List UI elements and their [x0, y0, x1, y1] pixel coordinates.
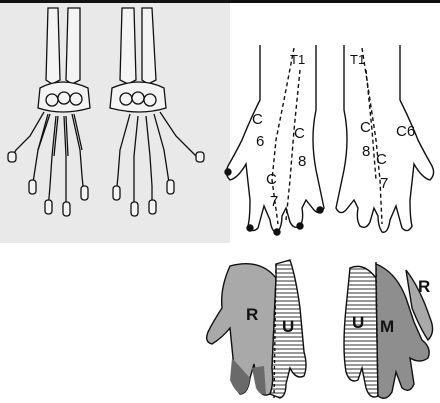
skeletal-hands-figure [0, 0, 230, 250]
label-c7-left-num: 7 [270, 193, 278, 210]
label-radial-right: R [418, 277, 430, 296]
label-median-right: M [380, 317, 394, 336]
nerve-territory-hands-figure: R U U M R [200, 248, 440, 403]
label-c8-left: C [294, 125, 305, 142]
label-c8-right: C [360, 119, 371, 136]
label-radial-left: R [246, 305, 258, 324]
label-ulnar-left: U [282, 317, 294, 336]
label-c6-left-num: 6 [256, 133, 264, 150]
label-t1-right: T1 [350, 52, 365, 67]
label-c8-left-num: 8 [298, 153, 306, 170]
label-c6-right: C6 [396, 123, 415, 140]
label-c8-right-num: 8 [362, 143, 370, 160]
label-t1-left: T1 [290, 52, 305, 67]
dermatome-hands-figure: T1 C 6 C 8 C 7 T1 C 8 C6 C 7 [220, 40, 440, 240]
right-dermatome-hand [336, 45, 434, 232]
label-c7-left: C [266, 171, 277, 188]
label-ulnar-right: U [352, 313, 364, 332]
label-c7-right-num: 7 [380, 175, 388, 192]
label-c6-left: C [252, 111, 263, 128]
label-c7-right: C [376, 151, 387, 168]
